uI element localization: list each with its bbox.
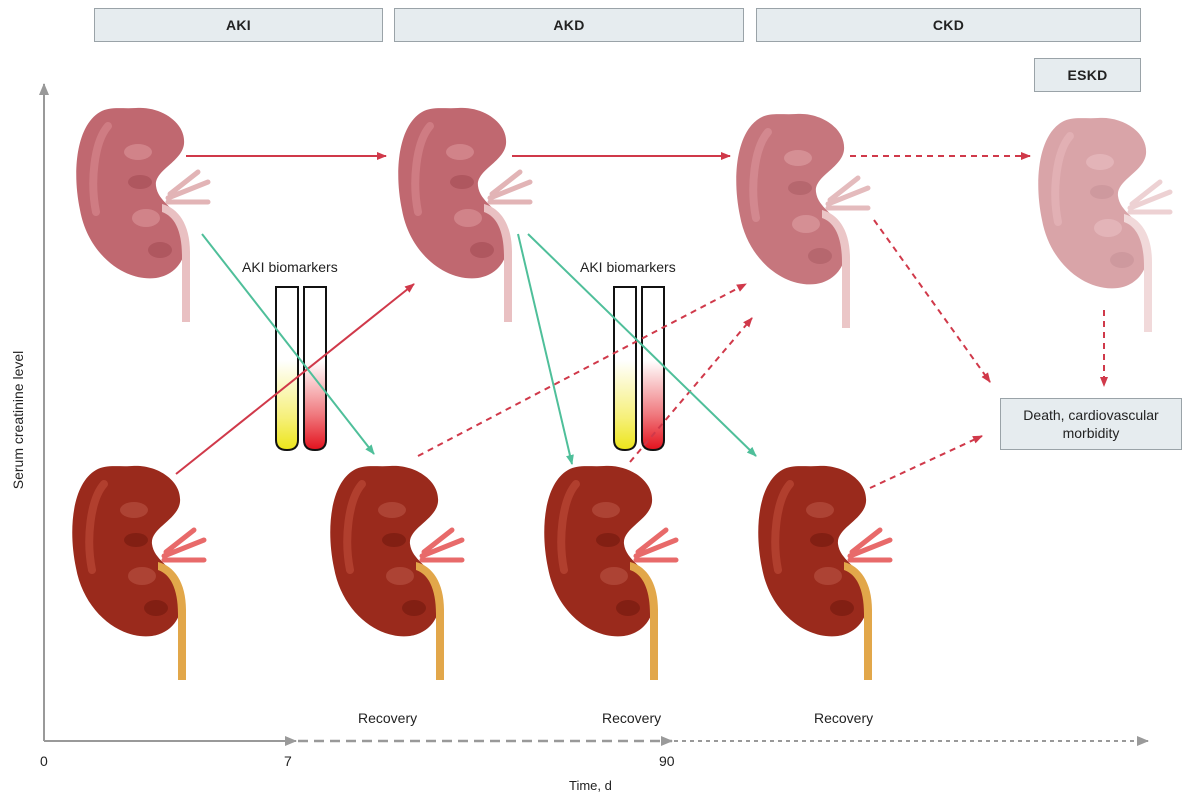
arrow-recovery-to-ckd-1: [418, 284, 746, 456]
healthy-kidney-3: [544, 466, 676, 680]
injured-kidney-4: [1038, 118, 1170, 332]
biomarker-label-1: AKI biomarkers: [242, 259, 338, 275]
injured-kidney-2: [398, 108, 530, 322]
arrow-recovery-to-death: [870, 436, 982, 488]
healthy-kidney-2: [330, 466, 462, 680]
outcome-text: Death, cardiovascular morbidity: [1007, 406, 1175, 442]
recovery-label-3: Recovery: [814, 710, 873, 726]
injured-kidney-3: [736, 114, 868, 328]
y-axis-label: Serum creatinine level: [10, 351, 26, 490]
arrow-ckd-to-death: [874, 220, 990, 382]
outcome-box: Death, cardiovascular morbidity: [1000, 398, 1182, 450]
recovery-label-2: Recovery: [602, 710, 661, 726]
biomarker-tubes-1: [276, 287, 326, 450]
x-tick-0: 0: [40, 753, 48, 769]
x-tick-90: 90: [659, 753, 675, 769]
healthy-kidney-4: [758, 466, 890, 680]
healthy-kidney-1: [72, 466, 204, 680]
recovery-label-1: Recovery: [358, 710, 417, 726]
biomarker-label-2: AKI biomarkers: [580, 259, 676, 275]
x-axis-label: Time, d: [569, 778, 612, 793]
biomarker-tubes-2: [614, 287, 664, 450]
injured-kidney-1: [76, 108, 208, 322]
x-tick-7: 7: [284, 753, 292, 769]
